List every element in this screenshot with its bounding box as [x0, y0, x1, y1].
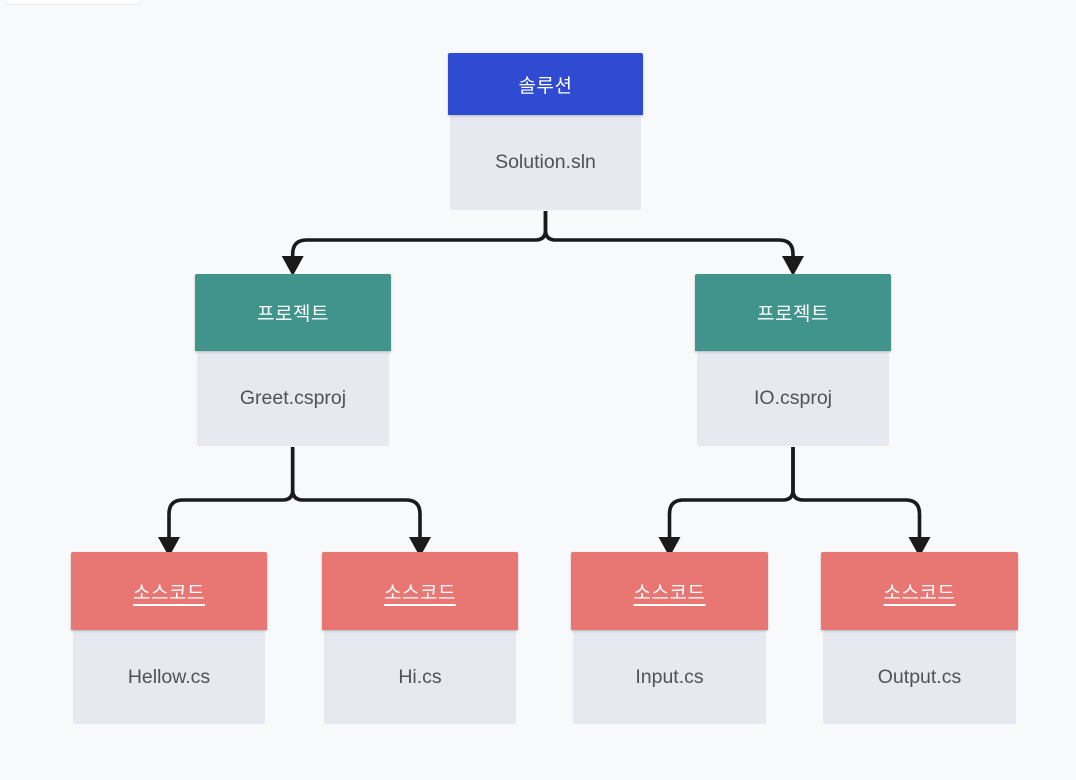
- edge-solution-project-right: [543, 211, 795, 257]
- node-source-3-header-label: 소스코드: [633, 582, 706, 604]
- node-project-left-body: Greet.csproj: [197, 351, 389, 446]
- node-solution-body: Solution.sln: [450, 115, 641, 210]
- node-project-left-label: Greet.csproj: [239, 387, 347, 409]
- node-source-3-header: 소스코드: [571, 552, 768, 630]
- top-left-artifact: [4, 0, 142, 5]
- node-project-right-label: IO.csproj: [753, 387, 833, 409]
- node-source-4-header: 소스코드: [821, 552, 1018, 630]
- node-source-2-label: Hi.cs: [398, 665, 442, 688]
- node-solution-header-label: 솔루션: [518, 75, 573, 97]
- edge-project-right-source-3: [667, 447, 795, 538]
- node-solution-header: 솔루션: [448, 53, 643, 115]
- node-source-2-header-label: 소스코드: [384, 582, 456, 604]
- node-source-2-header: 소스코드: [322, 552, 518, 630]
- edge-solution-project-left: [290, 211, 548, 257]
- node-source-2-body: Hi.cs: [324, 630, 516, 724]
- node-source-4-header-label: 소스코드: [883, 582, 956, 604]
- edge-project-left-source-2: [290, 447, 422, 538]
- node-source-3-body: Input.cs: [573, 630, 766, 724]
- node-project-right-header-label: 프로젝트: [757, 304, 829, 325]
- arrowhead-icon: [782, 256, 804, 276]
- node-source-2: 소스코드 Hi.cs: [322, 552, 518, 724]
- node-source-4-body: Output.cs: [823, 630, 1016, 724]
- node-project-right: 프로젝트 IO.csproj: [695, 274, 891, 446]
- node-source-1-body: Hellow.cs: [73, 630, 265, 724]
- node-source-1-header-label: 소스코드: [133, 582, 205, 604]
- node-project-left: 프로젝트 Greet.csproj: [195, 274, 391, 446]
- arrowhead-icon: [281, 256, 304, 276]
- node-source-4-label: Output.cs: [877, 665, 962, 688]
- node-source-1: 소스코드 Hellow.cs: [71, 552, 267, 724]
- node-project-right-body: IO.csproj: [697, 351, 889, 446]
- node-source-1-header: 소스코드: [71, 552, 267, 630]
- node-source-3: 소스코드 Input.cs: [571, 552, 768, 724]
- node-source-1-label: Hellow.cs: [127, 665, 211, 688]
- node-solution-label: Solution.sln: [495, 151, 596, 173]
- node-project-left-header-label: 프로젝트: [257, 304, 329, 325]
- edge-project-right-source-4: [791, 447, 922, 538]
- node-source-4: 소스코드 Output.cs: [821, 552, 1018, 724]
- node-source-3-label: Input.cs: [635, 665, 704, 688]
- node-project-left-header: 프로젝트: [195, 274, 391, 351]
- node-solution: 솔루션 Solution.sln: [448, 53, 643, 210]
- edge-project-left-source-1: [167, 447, 295, 538]
- node-project-right-header: 프로젝트: [695, 274, 891, 351]
